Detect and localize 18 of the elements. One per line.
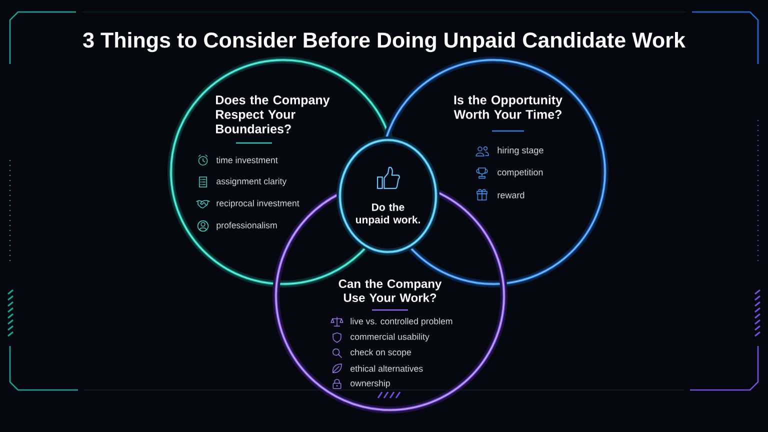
center-label: Do the unpaid work. <box>356 203 420 226</box>
list-item: check on scope <box>350 348 411 358</box>
section-heading: Does the Company Respect Your Boundaries? <box>216 95 330 134</box>
list-item: ownership <box>350 380 390 388</box>
list-item: professionalism <box>216 222 277 230</box>
title: 3 Things to Consider Before Doing Unpaid Candidate Work <box>83 32 686 52</box>
list-item: reciprocal investment <box>216 200 300 208</box>
list-item: hiring stage <box>498 146 544 156</box>
list-item: live vs. controlled problem <box>350 318 452 326</box>
list-item: commercial usability <box>350 333 430 342</box>
list-item: assignment clarity <box>216 178 287 186</box>
section-heading: Can the Company Use Your Work? <box>338 279 442 302</box>
list-item: reward <box>498 192 524 198</box>
section-heading: Is the Opportunity Worth Your Time? <box>454 95 562 119</box>
list-item: competition <box>498 168 543 178</box>
list-item: time investment <box>216 156 278 164</box>
list-item: ethical alternatives <box>350 365 423 372</box>
center-oval <box>336 136 440 256</box>
